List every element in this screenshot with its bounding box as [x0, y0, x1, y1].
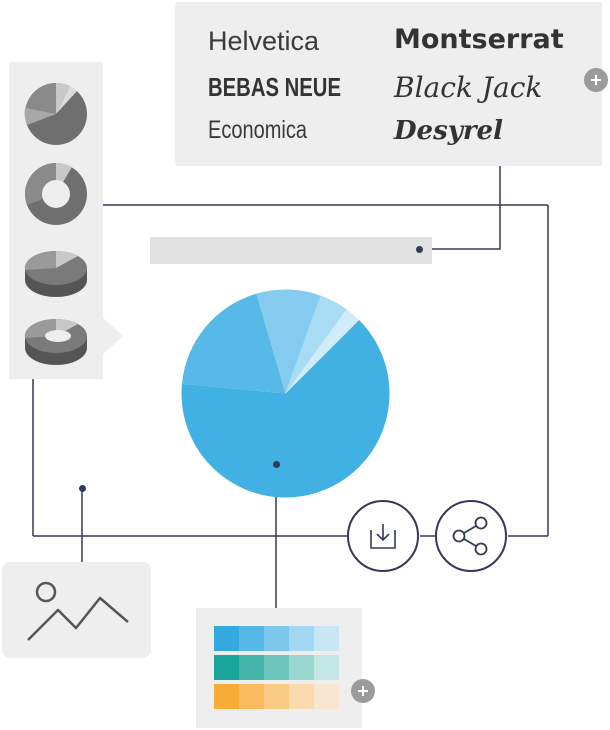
share-icon	[452, 516, 488, 556]
3d-pie-chart-icon[interactable]	[22, 240, 90, 304]
color-swatch[interactable]	[314, 655, 339, 680]
image-connector-dot	[79, 485, 86, 492]
color-swatch[interactable]	[289, 626, 314, 651]
color-swatch[interactable]	[239, 626, 264, 651]
pie-slice	[285, 309, 360, 394]
pie-slice	[256, 289, 321, 394]
chart-type-panel	[9, 62, 103, 379]
color-swatch[interactable]	[214, 626, 239, 651]
font-option-black-jack[interactable]: Black Jack	[394, 71, 543, 104]
chart-title-placeholder[interactable]	[150, 237, 432, 264]
color-swatch[interactable]	[239, 684, 264, 709]
pie-slice	[181, 319, 390, 498]
pie-slice	[181, 293, 286, 394]
donut-chart-icon[interactable]	[22, 162, 90, 226]
palette-row-orange[interactable]	[214, 684, 339, 709]
pie-chart-preview	[181, 289, 390, 498]
add-palette-button[interactable]	[351, 679, 375, 703]
plus-icon	[358, 686, 368, 696]
color-palette-panel	[196, 608, 362, 728]
pie-connector-dot	[273, 461, 280, 468]
download-icon	[370, 524, 396, 549]
color-swatch[interactable]	[314, 626, 339, 651]
font-option-helvetica[interactable]: Helvetica	[208, 26, 320, 56]
color-swatch[interactable]	[264, 684, 289, 709]
font-option-bebas-neue[interactable]: BEBAS NEUE	[208, 72, 341, 102]
color-swatch[interactable]	[214, 655, 239, 680]
3d-donut-chart-icon[interactable]	[22, 306, 90, 370]
image-placeholder-panel[interactable]	[2, 562, 151, 658]
palette-row-teal[interactable]	[214, 655, 339, 680]
palette-row-blue[interactable]	[214, 626, 339, 651]
pie-slice	[285, 295, 347, 394]
font-option-economica[interactable]: Economica	[208, 116, 307, 144]
color-swatch[interactable]	[239, 655, 264, 680]
plus-icon	[591, 75, 601, 85]
font-option-desyrel[interactable]: Desyrel	[394, 116, 503, 146]
chart-panel-pointer	[103, 318, 123, 354]
font-option-montserrat[interactable]: Montserrat	[394, 24, 564, 55]
font-connector-line	[419, 166, 501, 250]
color-swatch[interactable]	[264, 655, 289, 680]
color-swatch[interactable]	[289, 655, 314, 680]
share-button[interactable]	[435, 500, 507, 572]
pie-chart-icon[interactable]	[22, 82, 90, 146]
color-swatch[interactable]	[289, 684, 314, 709]
color-swatch[interactable]	[314, 684, 339, 709]
color-swatch[interactable]	[214, 684, 239, 709]
title-connector-dot	[416, 246, 423, 253]
image-icon	[27, 581, 129, 641]
add-font-button[interactable]	[584, 68, 608, 92]
download-button[interactable]	[347, 500, 419, 572]
color-swatch[interactable]	[264, 626, 289, 651]
font-picker-panel: Helvetica Montserrat BEBAS NEUE Black Ja…	[175, 2, 602, 166]
